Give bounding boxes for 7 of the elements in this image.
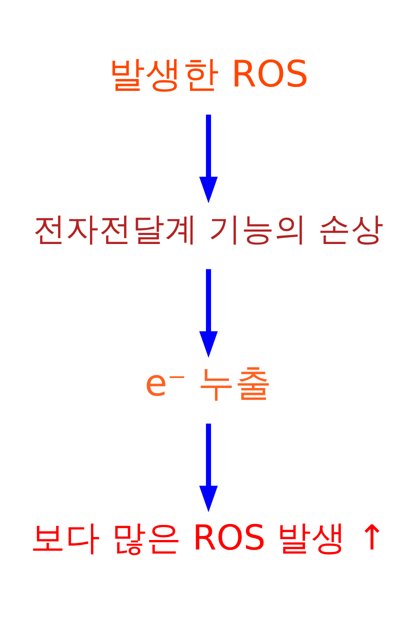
arrow <box>199 268 218 358</box>
arrow <box>199 114 218 203</box>
node-text: e⁻ 누출 <box>144 361 272 404</box>
node-text: 보다 많은 ROS 발생 ↑ <box>30 518 386 558</box>
node-text: 발생한 ROS <box>108 52 309 96</box>
node-text: 전자전달계 기능의 손상 <box>33 209 384 248</box>
arrow <box>199 423 218 512</box>
